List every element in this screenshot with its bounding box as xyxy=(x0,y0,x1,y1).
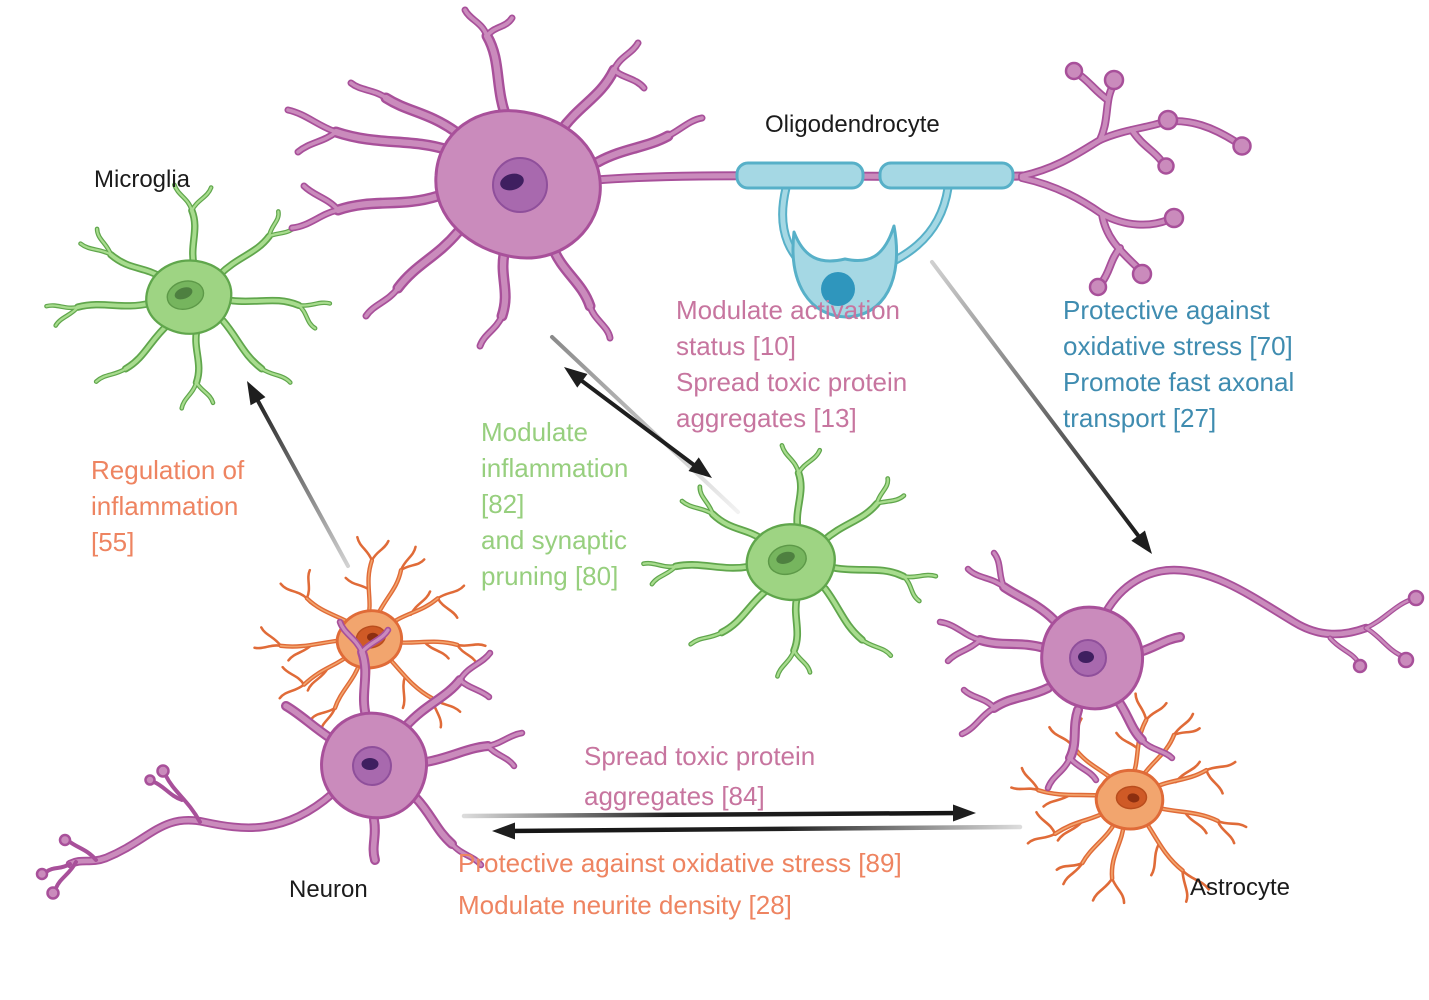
arrow-neuron-microglia-double xyxy=(550,335,740,514)
arrow-oligodendrocyte-to-neuron xyxy=(930,260,1159,560)
label-oligodendrocyte: Oligodendrocyte xyxy=(765,111,940,138)
myelin-sheath-segment-2 xyxy=(878,161,1015,190)
neuron-cell-top xyxy=(288,10,1252,346)
microglia-cell-center xyxy=(638,439,942,685)
neuron-cell-bottom-left xyxy=(35,622,522,900)
label-microglia: Microglia xyxy=(94,166,191,193)
arrow-neuron-to-astrocyte xyxy=(461,804,976,822)
arrow-astrocyte-to-microglia xyxy=(239,376,350,568)
oligodendrocyte-nucleus xyxy=(821,272,855,306)
myelin-sheath-segment-1 xyxy=(735,161,865,190)
annotation-modulate-inflammation: Modulate inflammation [82] and synaptic … xyxy=(481,417,629,591)
label-astrocyte: Astrocyte xyxy=(1190,874,1291,901)
axon-terminal-boutons xyxy=(1064,61,1252,297)
neuron-cell-right xyxy=(940,553,1425,788)
annotation-protective-oxidative-70: Protective against oxidative stress [70]… xyxy=(1063,295,1295,433)
annotation-protective-oxidative-89: Protective against oxidative stress [89]… xyxy=(458,848,902,920)
arrows-layer xyxy=(239,260,1159,840)
oligodendrocyte-cell xyxy=(735,161,1015,319)
axon-terminal-boutons xyxy=(1352,589,1425,674)
annotation-regulation-inflammation: Regulation of inflammation [55] xyxy=(91,455,245,557)
annotation-spread-toxic-84: Spread toxic protein aggregates [84] xyxy=(584,741,816,811)
label-neuron: Neuron xyxy=(289,876,368,903)
microglia-cell-left xyxy=(46,185,329,409)
axon-terminal-boutons xyxy=(35,764,170,900)
arrow-astrocyte-to-neuron xyxy=(492,822,1023,840)
annotation-modulate-activation: Modulate activation status [10] Spread t… xyxy=(676,295,908,433)
